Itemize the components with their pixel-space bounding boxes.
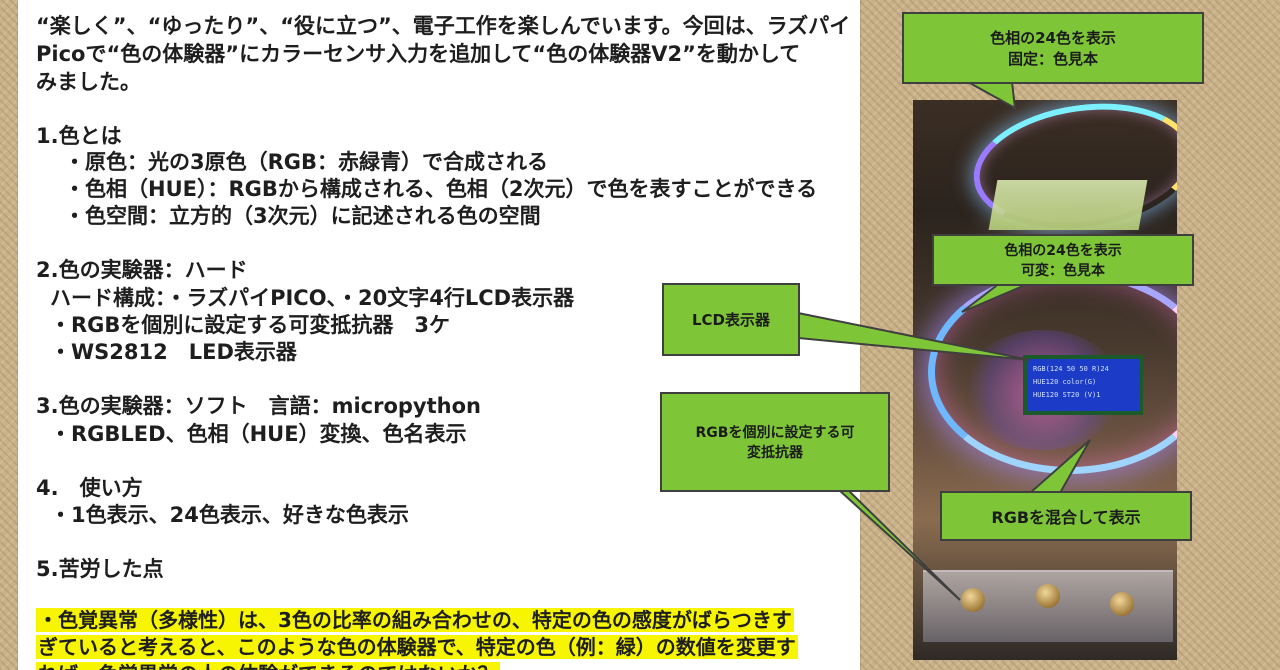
- callout-text: RGBを混合して表示: [991, 508, 1141, 527]
- highlight-line-2: ぎていると考えると、このような色の体験器で、特定の色（例：緑）の数値を変更す: [36, 633, 798, 661]
- potentiometer-knob[interactable]: [1036, 584, 1060, 608]
- highlight-line-3: れば、色覚異常の人の体験ができるのではないか？: [36, 660, 500, 670]
- callout-text: 変抵抗器: [747, 445, 803, 461]
- callout-text: 可変：色見本: [1021, 263, 1105, 279]
- highlight-text: れば、色覚異常の人の体験ができるのではないか？: [36, 662, 500, 670]
- section2-item: ハード構成：・ラズパイPICO、・20文字4行LCD表示器: [50, 286, 575, 310]
- lcd-row: HUE120 ST20 (V)1: [1033, 391, 1101, 399]
- section2-item: ・RGBを個別に設定する可変抵抗器 3ケ: [50, 313, 451, 337]
- lcd-row: RGB(124 50 50 R)24: [1033, 365, 1109, 373]
- highlight-text: ・色覚異常（多様性）は、3色の比率の組み合わせの、特定の色の感度がばらつきす: [36, 608, 794, 632]
- pcb-board: [988, 180, 1148, 230]
- section4-item: ・1色表示、24色表示、好きな色表示: [50, 503, 409, 527]
- intro-line-3: みました。: [36, 70, 141, 94]
- section3-item: ・RGBLED、色相（HUE）変換、色名表示: [50, 422, 467, 446]
- section2-item: ・WS2812 LED表示器: [50, 340, 297, 364]
- lcd-screen: RGB(124 50 50 R)24 HUE120 color(G) HUE12…: [1023, 355, 1143, 415]
- highlight-line-1: ・色覚異常（多様性）は、3色の比率の組み合わせの、特定の色の感度がばらつきす: [36, 606, 794, 634]
- callout-text: 固定：色見本: [1007, 50, 1098, 68]
- callout-text: 色相の24色を表示: [990, 29, 1116, 47]
- callout-text: RGBを個別に設定する可: [695, 425, 855, 441]
- lcd-row: HUE120 color(G): [1033, 378, 1097, 386]
- section1-item: ・色相（HUE）：RGBから構成される、色相（2次元）で色を表すことができる: [64, 177, 818, 201]
- callout-text: 色相の24色を表示: [1004, 243, 1122, 259]
- intro-line-1: “楽しく”、“ゆったり”、“役に立つ”、電子工作を楽しんでいます。今回は、ラズパ…: [36, 14, 851, 38]
- callout-text: LCD表示器: [691, 311, 771, 329]
- potentiometer-knob[interactable]: [961, 588, 985, 612]
- section3-heading: 3.色の実験器：ソフト 言語：micropython: [36, 394, 481, 418]
- section5-heading: 5.苦労した点: [36, 557, 164, 581]
- section1-item: ・原色：光の3原色（RGB：赤緑青）で合成される: [64, 150, 549, 174]
- callout-fixed-palette: 色相の24色を表示 固定：色見本: [902, 12, 1204, 84]
- highlight-text: ぎていると考えると、このような色の体験器で、特定の色（例：緑）の数値を変更す: [36, 635, 798, 659]
- potentiometer-knob[interactable]: [1110, 592, 1134, 616]
- section1-heading: 1.色とは: [36, 124, 122, 148]
- callout-rgb-pots: RGBを個別に設定する可 変抵抗器: [660, 392, 890, 492]
- intro-line-2: Picoで“色の体験器”にカラーセンサ入力を追加して“色の体験器V2”を動かして: [36, 42, 801, 66]
- callout-lcd: LCD表示器: [662, 283, 800, 356]
- section2-heading: 2.色の実験器：ハード: [36, 258, 248, 282]
- callout-mix: RGBを混合して表示: [940, 491, 1192, 541]
- callout-variable-palette: 色相の24色を表示 可変：色見本: [932, 234, 1194, 286]
- section1-item: ・色空間：立方的（3次元）に記述される色の空間: [64, 204, 541, 228]
- section4-heading: 4. 使い方: [36, 476, 143, 500]
- device-photo: RGB(124 50 50 R)24 HUE120 color(G) HUE12…: [913, 100, 1177, 660]
